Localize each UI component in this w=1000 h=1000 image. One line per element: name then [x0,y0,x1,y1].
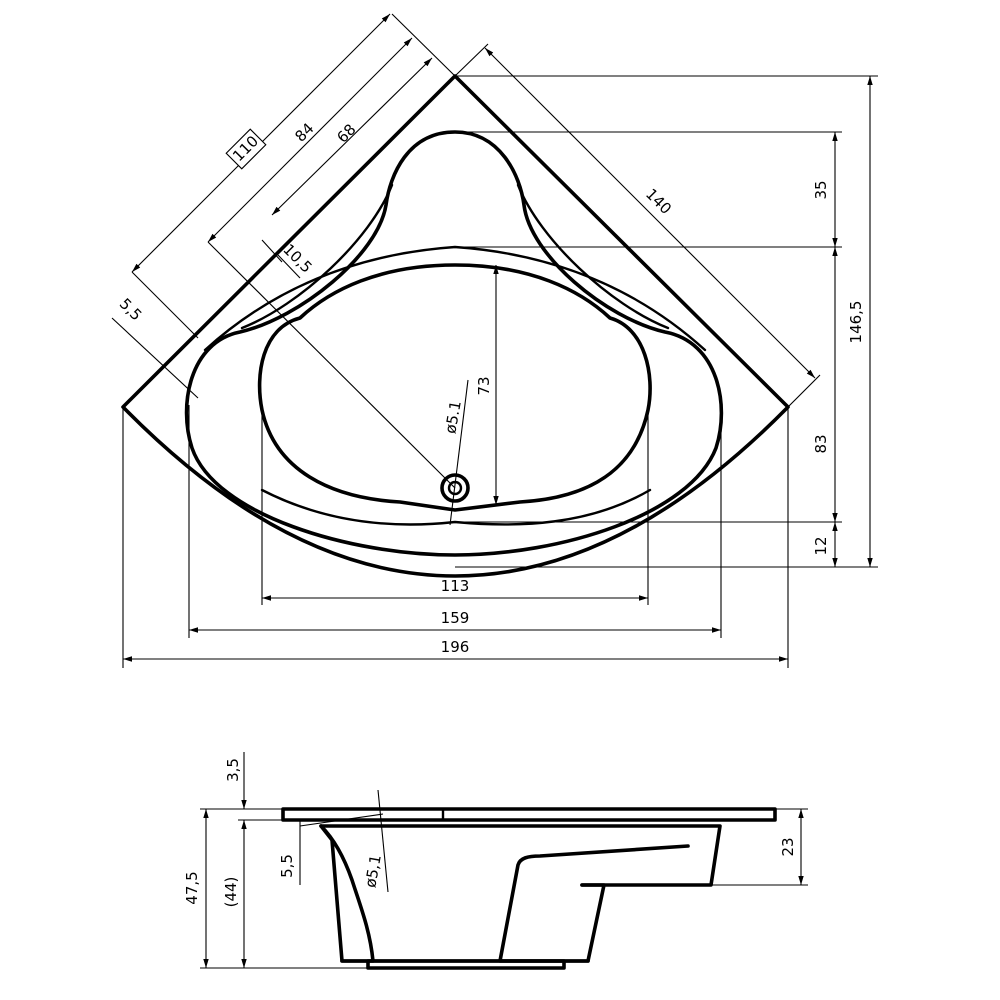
label-83: 83 [812,434,830,453]
ext-line-drain [207,241,456,489]
label-110-box [225,128,267,170]
ext-line [261,239,283,263]
section-rim [281,807,777,822]
section-base [366,959,566,970]
label-5-5-section: 5,5 [278,854,296,878]
tub-outer-rim [121,74,790,578]
label-84: 84 [291,119,317,145]
section-body [319,824,722,963]
label-73: 73 [475,376,493,395]
ext-line [787,374,821,408]
dim-5-5-line [111,317,199,399]
dim-84-line [207,37,413,243]
label-5-5: 5,5 [116,295,146,325]
label-3-5: 3,5 [224,758,242,782]
label-113: 113 [441,577,470,595]
drain-outer [440,473,470,503]
label-drain-diameter: ø5.1 [441,399,464,435]
dim-68-line [271,57,433,216]
ext-line [454,43,489,77]
ext-line [131,271,199,339]
plan-view: 110 84 68 10,5 5,5 140 35 146,5 83 12 73… [111,13,878,668]
label-159: 159 [441,609,470,627]
section-view: 3,5 47,5 (44) 5,5 ø5,1 23 [183,752,808,970]
dim-140-line [484,47,816,379]
dim-5-5-section-line [299,813,384,827]
tub-bottom-line [260,488,652,526]
label-44: (44) [222,877,240,908]
label-drain-diameter-section: ø5,1 [361,853,384,889]
label-47-5: 47,5 [183,871,201,904]
label-68: 68 [333,120,359,146]
label-35: 35 [812,180,830,199]
label-12: 12 [812,536,830,555]
label-110-group: 110 [225,128,267,170]
ext-line [391,13,456,77]
label-146-5: 146,5 [847,301,865,344]
dim-drain-leader [449,379,469,526]
section-left-wall [319,824,375,963]
label-140: 140 [642,185,675,218]
tub-seat-curve [203,245,707,352]
label-23: 23 [779,837,797,856]
label-196: 196 [441,638,470,656]
dim-diameter-leader [377,789,389,893]
dim-10-5-line [277,254,301,279]
